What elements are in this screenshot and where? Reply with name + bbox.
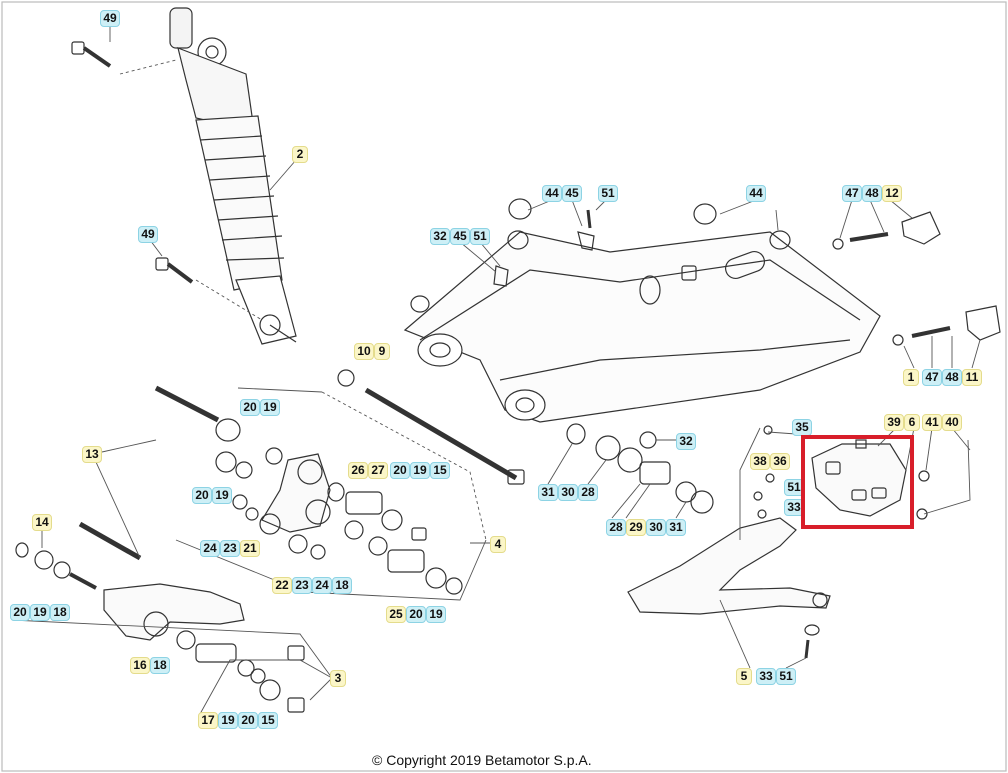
part-number-label: 35 (792, 419, 812, 436)
part-number-label: 40 (942, 414, 962, 431)
chain-adjuster-11 (892, 305, 1001, 346)
part-number-label: 31 (666, 519, 686, 536)
part-number-label: 10 (354, 343, 374, 360)
part-number-label: 51 (776, 668, 796, 685)
part-number-label: 44 (542, 185, 562, 202)
linkage-rocker-parts (154, 385, 463, 595)
part-number-label: 32 (676, 433, 696, 450)
part-number-label: 32 (430, 228, 450, 245)
swingarm-part (403, 231, 881, 423)
part-number-label: 47 (842, 185, 862, 202)
part-number-label: 30 (646, 519, 666, 536)
part-number-label: 24 (312, 577, 332, 594)
part-number-label: 48 (862, 185, 882, 202)
part-number-label: 51 (470, 228, 490, 245)
clip-45 (577, 231, 595, 251)
copyright-text: © Copyright 2019 Betamotor S.p.A. (372, 752, 592, 768)
part-number-label: 31 (538, 484, 558, 501)
part-number-label: 51 (784, 479, 804, 496)
part-number-label: 48 (942, 369, 962, 386)
highlight-box (801, 435, 914, 529)
part-number-label: 28 (606, 519, 626, 536)
part-number-label: 19 (410, 462, 430, 479)
part-number-label: 18 (50, 604, 70, 621)
bolt-49-top (71, 41, 112, 68)
part-number-label: 6 (904, 414, 920, 431)
part-number-label: 47 (922, 369, 942, 386)
part-number-label: 16 (130, 657, 150, 674)
part-number-label: 18 (332, 577, 352, 594)
part-number-label: 33 (784, 499, 804, 516)
part-number-label: 20 (238, 712, 258, 729)
part-number-label: 41 (922, 414, 942, 431)
part-number-label: 19 (260, 399, 280, 416)
part-number-label: 22 (272, 577, 292, 594)
part-number-label: 14 (32, 514, 52, 531)
part-number-label: 19 (218, 712, 238, 729)
part-number-label: 17 (198, 712, 218, 729)
chain-slider-part (627, 517, 831, 659)
part-number-label: 20 (390, 462, 410, 479)
part-number-label: 28 (578, 484, 598, 501)
cap-44-left (508, 198, 532, 220)
part-number-label: 51 (598, 185, 618, 202)
part-number-label: 1 (903, 369, 919, 386)
part-number-label: 12 (882, 185, 902, 202)
part-number-label: 38 (750, 453, 770, 470)
part-number-label: 49 (100, 10, 120, 27)
clamp-44-left (507, 230, 529, 250)
part-number-label: 20 (406, 606, 426, 623)
part-number-label: 25 (386, 606, 406, 623)
part-number-label: 36 (770, 453, 790, 470)
part-number-label: 9 (374, 343, 390, 360)
part-number-label: 5 (736, 668, 752, 685)
part-number-label: 33 (756, 668, 776, 685)
part-number-label: 15 (258, 712, 278, 729)
part-number-label: 2 (292, 146, 308, 163)
bushing-32-top (410, 295, 430, 313)
part-number-label: 19 (212, 487, 232, 504)
part-number-label: 23 (292, 577, 312, 594)
bolt-49-mid (155, 257, 194, 284)
part-number-label: 30 (558, 484, 578, 501)
part-number-label: 45 (562, 185, 582, 202)
clip-left (493, 265, 509, 287)
part-number-label: 20 (240, 399, 260, 416)
part-number-label: 39 (884, 414, 904, 431)
chain-guide-part (753, 425, 930, 520)
part-number-label: 19 (30, 604, 50, 621)
shock-absorber-part (169, 7, 297, 345)
part-number-label: 45 (450, 228, 470, 245)
chain-adjuster-12 (832, 211, 941, 250)
part-number-label: 20 (192, 487, 212, 504)
part-number-label: 11 (962, 369, 982, 386)
part-number-label: 4 (490, 536, 506, 553)
part-number-label: 15 (430, 462, 450, 479)
part-number-label: 29 (626, 519, 646, 536)
part-number-label: 26 (348, 462, 368, 479)
cap-44-right (693, 203, 717, 225)
part-number-label: 23 (220, 540, 240, 557)
part-number-label: 44 (746, 185, 766, 202)
part-number-label: 18 (150, 657, 170, 674)
pivot-shaft-9 (337, 369, 525, 485)
part-number-label: 21 (240, 540, 260, 557)
part-number-label: 3 (330, 670, 346, 687)
part-number-label: 13 (82, 446, 102, 463)
part-number-label: 19 (426, 606, 446, 623)
part-number-label: 20 (10, 604, 30, 621)
part-number-label: 27 (368, 462, 388, 479)
clamp-44-right (769, 230, 791, 250)
part-number-label: 24 (200, 540, 220, 557)
screw-51-top (586, 209, 592, 229)
part-number-label: 49 (138, 226, 158, 243)
